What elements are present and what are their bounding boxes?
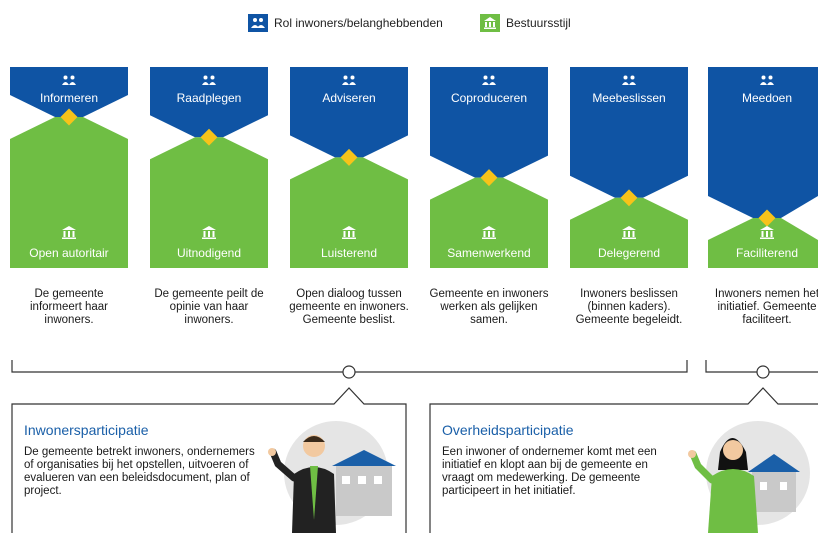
style-shape [708, 218, 818, 268]
people-icon [62, 75, 76, 85]
role-label: Informeren [39, 91, 99, 105]
column-raadplegen [150, 67, 268, 268]
role-shape [150, 67, 268, 138]
role-label: Raadplegen [176, 91, 242, 105]
role-shape [10, 67, 128, 117]
style-label: Luisterend [320, 246, 378, 260]
building-icon [482, 226, 496, 239]
role-description: Inwoners nemen het initiatief. Gemeente … [714, 288, 818, 326]
column-meedoen [708, 67, 818, 268]
panel-inwonersparticipatie [11, 387, 407, 533]
junction-diamond [200, 128, 218, 146]
bracket-overheidsparticipatie [705, 360, 818, 373]
role-shape [708, 67, 818, 218]
column-coproduceren [430, 67, 548, 268]
panel-title: Overheidsparticipatie [442, 422, 574, 438]
legend: Rol inwoners/belanghebbenden Bestuurssti… [0, 10, 818, 36]
style-shape [150, 137, 268, 268]
people-icon [342, 75, 356, 85]
junction-diamond [620, 189, 638, 207]
bracket-node [342, 365, 356, 379]
column-informeren [10, 67, 128, 268]
panel-overheidsparticipatie [429, 387, 818, 533]
building-icon [480, 14, 500, 32]
style-label: Uitnodigend [176, 246, 242, 260]
junction-diamond [60, 108, 78, 126]
role-description: De gemeente peilt de opinie van haar inw… [154, 288, 264, 326]
legend-style: Bestuursstijl [480, 14, 571, 32]
style-shape [290, 157, 408, 268]
role-description: Inwoners beslissen (binnen kaders). Geme… [575, 288, 683, 326]
bracket-node [756, 365, 770, 379]
role-description: Open dialoog tussen gemeente en inwoners… [289, 288, 409, 326]
role-description: De gemeente informeert haar inwoners. [30, 288, 108, 326]
junction-diamond [480, 169, 498, 187]
style-label: Open autoritair [29, 246, 109, 260]
woman-with-house-illustration [688, 421, 810, 533]
building-icon [62, 226, 76, 239]
role-description: Gemeente en inwoners werken als gelijken… [429, 288, 549, 326]
building-icon [342, 226, 356, 239]
role-label: Meedoen [741, 91, 793, 105]
role-shape [430, 67, 548, 178]
role-label: Meebeslissen [592, 91, 666, 105]
people-icon [248, 14, 268, 32]
style-shape [10, 117, 128, 268]
style-shape [430, 177, 548, 268]
range-brackets [11, 360, 818, 379]
role-shape [290, 67, 408, 158]
building-icon [760, 226, 774, 239]
column-adviseren [290, 67, 408, 268]
role-label: Coproduceren [450, 91, 528, 105]
style-label: Delegerend [597, 246, 661, 260]
panel-title: Inwonersparticipatie [24, 422, 149, 438]
role-label: Adviseren [322, 91, 376, 105]
people-icon [482, 75, 496, 85]
bracket-inwonersparticipatie [11, 360, 688, 373]
style-label: Samenwerkend [447, 246, 531, 260]
style-label: Faciliterend [735, 246, 799, 260]
building-icon [202, 226, 216, 239]
panel-text: Een inwoner of ondernemer komt met een i… [442, 446, 657, 497]
people-icon [202, 75, 216, 85]
panel-text: De gemeente betrekt inwoners, ondernemer… [24, 446, 255, 497]
callout-panels [11, 387, 818, 533]
column-meebeslissen [570, 67, 688, 268]
people-icon [760, 75, 774, 85]
man-with-building-illustration [268, 421, 396, 533]
junction-diamond [758, 209, 776, 227]
role-shape [570, 67, 688, 198]
legend-role-label: Rol inwoners/belanghebbenden [274, 16, 443, 30]
legend-role: Rol inwoners/belanghebbenden [248, 14, 443, 32]
people-icon [622, 75, 636, 85]
building-icon [622, 226, 636, 239]
legend-style-label: Bestuursstijl [506, 16, 571, 30]
junction-diamond [340, 148, 358, 166]
